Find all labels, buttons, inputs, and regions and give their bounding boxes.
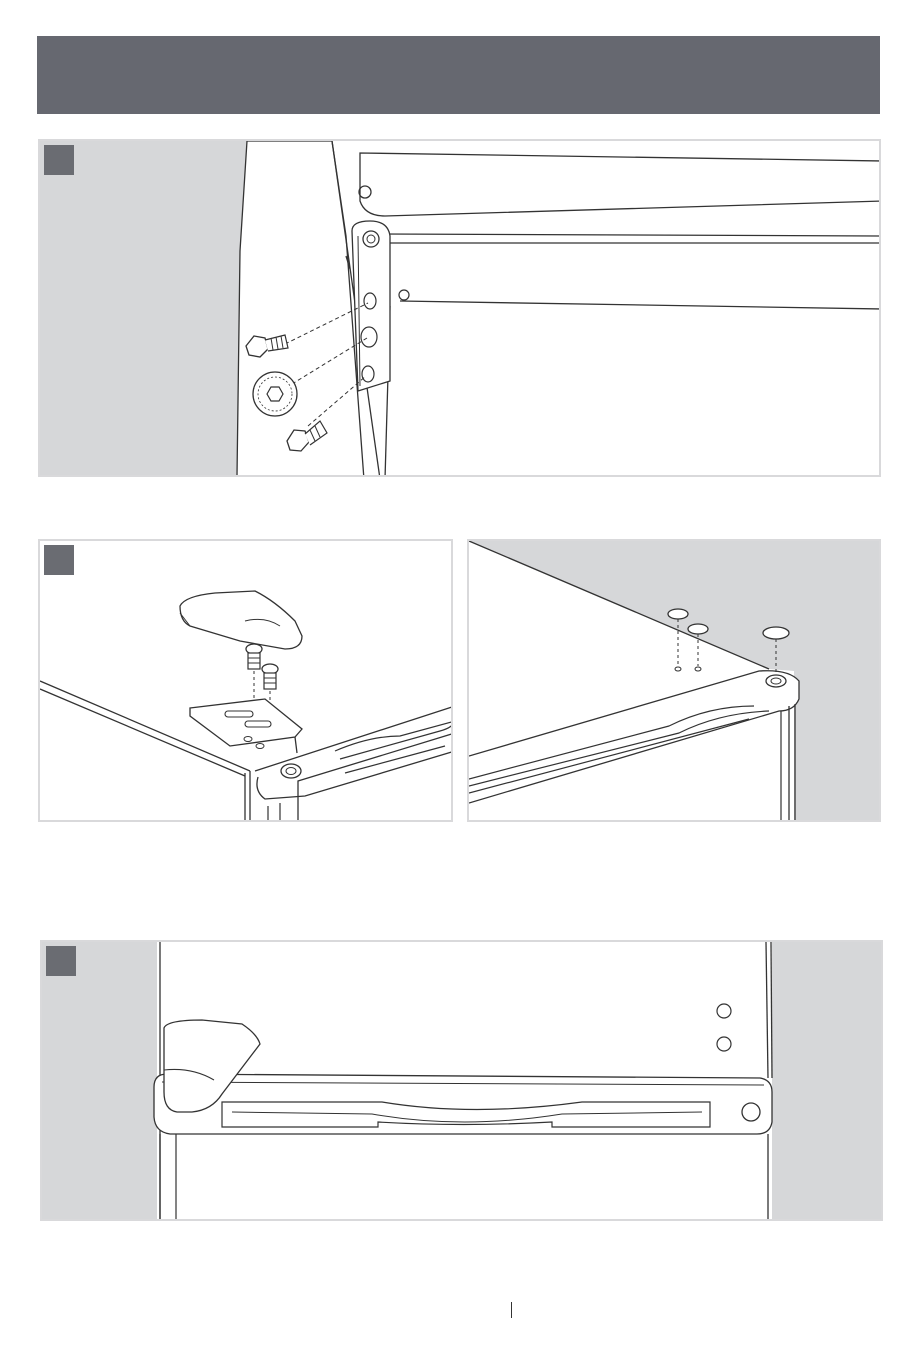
cabinet-side — [237, 141, 370, 477]
backdrop-left — [40, 141, 247, 476]
step-2-remove-illustration — [40, 541, 453, 822]
step-1-panel — [38, 139, 881, 477]
section-header-bar — [37, 36, 880, 114]
hinge-bracket-icon — [190, 699, 302, 753]
step-3-illustration — [42, 942, 883, 1221]
hinge-screw-icon — [246, 644, 262, 669]
step-1-illustration — [40, 141, 881, 477]
step-2-badge — [44, 545, 74, 575]
step-2-panel-right — [467, 539, 881, 822]
top-cover — [360, 153, 881, 216]
hinge-screw-icon — [262, 664, 278, 689]
step-2-panel-left — [38, 539, 453, 822]
step-2-plug-illustration — [469, 541, 881, 822]
step-1-badge — [44, 145, 74, 175]
hinge-pin-bushing-icon — [253, 372, 297, 416]
page-separator-mark — [511, 1302, 512, 1318]
step-3-panel — [40, 940, 883, 1221]
step-3-badge — [46, 946, 76, 976]
top-hinge-cover-icon — [180, 591, 302, 649]
cabinet-hole — [399, 290, 409, 300]
